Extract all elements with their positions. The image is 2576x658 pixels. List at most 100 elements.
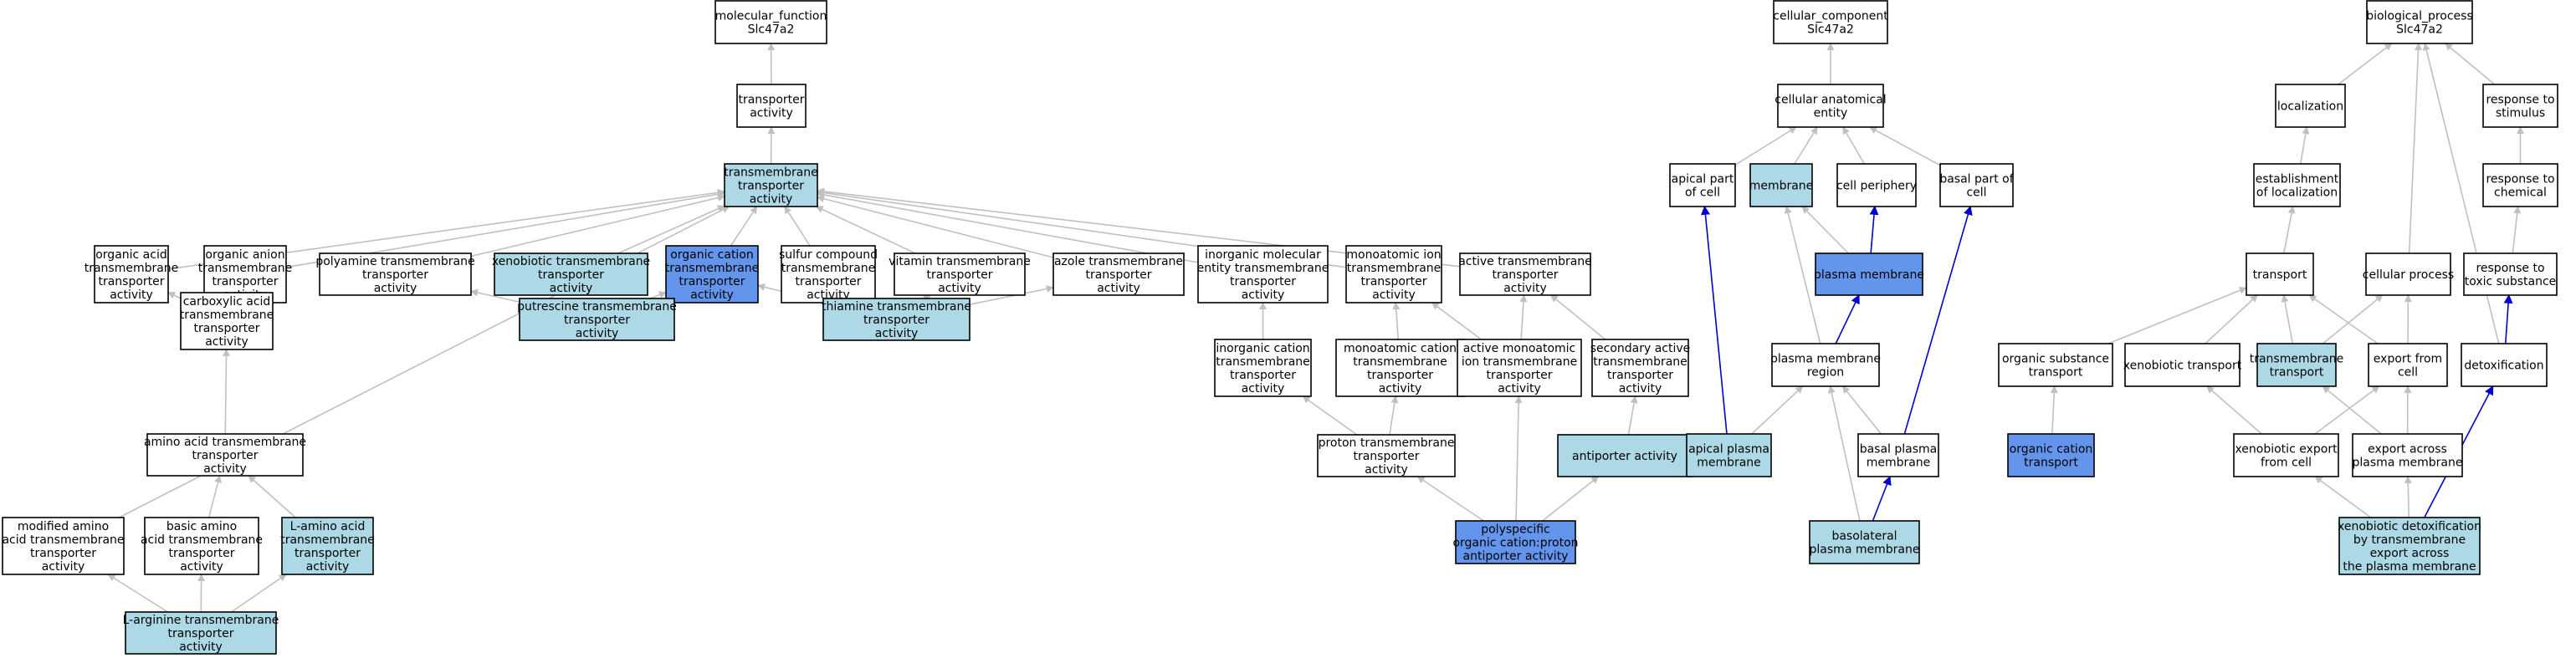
node-det[interactable]: detoxification (2461, 343, 2548, 387)
node-mita-box (1345, 245, 1442, 303)
node-apc-label-line-1: of cell (1685, 186, 1720, 200)
node-xefc-label-line-0: xenobiotic export (2235, 443, 2338, 457)
node-sata[interactable]: secondary activetransmembranetransporter… (1590, 339, 1691, 397)
edge-xdet-to-eapm (2404, 476, 2412, 518)
node-rtts-label-line-0: response to (2476, 262, 2544, 275)
node-oata[interactable]: organic acidtransmembranetransporteracti… (85, 245, 179, 303)
node-bp-box (2366, 0, 2473, 44)
node-apc-label-line-0: apical part (1672, 173, 1734, 186)
node-lata-label-line-1: transporter (167, 627, 233, 640)
node-bpc-label-line-0: basal part of (1939, 173, 2014, 186)
node-puta[interactable]: putrescine transmembranetransporteractiv… (517, 298, 677, 341)
node-cata[interactable]: carboxylic acidtransmembranetransportera… (180, 292, 274, 350)
node-tmta-label-line-1: transporter (738, 180, 804, 193)
node-vita-label-line-2: activity (938, 282, 981, 295)
edge-amita-to-mita (1431, 302, 1482, 340)
node-aata[interactable]: amino acid transmembranetransporteractiv… (144, 433, 306, 477)
node-ta-label-line-1: activity (750, 107, 793, 120)
node-imta-label-line-0: inorganic molecular (1205, 248, 1321, 262)
node-xt-label-line-0: xenobiotic transport (2123, 360, 2242, 373)
node-xefc-label-line-1: from cell (2261, 457, 2312, 470)
node-pm[interactable]: plasma membrane (1814, 252, 1924, 296)
edge-amita-to-acta (1519, 294, 1528, 340)
node-thta[interactable]: thiamine transmembranetransporteractivit… (822, 298, 971, 341)
edge-loc-to-bp (2338, 43, 2393, 85)
node-xt[interactable]: xenobiotic transport (2123, 343, 2242, 387)
node-ta-label-line-0: transporter (738, 94, 804, 107)
node-aata-label-line-0: amino acid transmembrane (144, 436, 306, 449)
node-thta-label-line-2: activity (875, 327, 919, 340)
node-anta[interactable]: antiporter activity (1557, 434, 1693, 477)
node-scta[interactable]: sulfur compoundtransmembranetransportera… (779, 245, 878, 303)
node-mita-label-line-2: transporter (1360, 275, 1426, 288)
edge-apc-to-cae (1734, 126, 1797, 166)
node-baata-label-line-3: activity (180, 560, 223, 574)
node-cp-box (1836, 163, 1917, 207)
node-pata[interactable]: polyamine transmembranetransporteractivi… (315, 252, 475, 296)
node-mita[interactable]: monoatomic iontransmembranetransporterac… (1345, 245, 1442, 303)
node-sata-box (1591, 339, 1689, 397)
node-blpm-label-line-1: plasma membrane (1810, 543, 1920, 557)
node-laata-label-line-0: L-amino acid (290, 520, 366, 533)
node-icta[interactable]: inorganic cationtransmembranetransporter… (1214, 339, 1312, 397)
node-loc[interactable]: localization (2275, 84, 2346, 128)
node-laata[interactable]: L-amino acidtransmembranetransporteracti… (280, 517, 375, 575)
node-efc-label-line-1: cell (2398, 366, 2418, 380)
node-vita-label-line-0: vitamin transmembrane (889, 255, 1031, 268)
node-cpr[interactable]: cellular process (2363, 252, 2454, 296)
node-lata[interactable]: L-arginine transmembranetransporteractiv… (123, 611, 279, 655)
node-mem-box (1749, 163, 1813, 207)
node-trn[interactable]: transport (2246, 252, 2314, 296)
edge-blpm-to-bpm (1872, 475, 1892, 522)
edge-baata-to-aata (207, 475, 222, 518)
node-ost-box (1998, 343, 2113, 387)
node-xtta[interactable]: xenobiotic transmembranetransporteractiv… (492, 252, 650, 296)
node-mcta-label-line-1: transmembrane (1353, 355, 1447, 369)
edge-anta-to-sata (1627, 395, 1638, 436)
edge-oct-to-ost (2050, 385, 2058, 435)
node-tmta-box (724, 163, 818, 207)
node-oata-label-line-1: transmembrane (85, 262, 179, 275)
node-icta-label-line-2: transporter (1230, 369, 1296, 382)
node-baata-label-line-0: basic amino (166, 520, 237, 533)
node-mcta[interactable]: monoatomic cationtransmembranetransporte… (1335, 339, 1465, 397)
node-ptta-label-line-2: activity (1365, 463, 1408, 477)
node-mem[interactable]: membrane (1749, 163, 1814, 207)
node-octa[interactable]: organic cationtransmembranetransporterac… (665, 245, 760, 303)
node-cp[interactable]: cell periphery (1836, 163, 1917, 207)
node-laata-label-line-1: transmembrane (280, 533, 375, 547)
node-apm-label-line-1: membrane (1697, 457, 1761, 470)
